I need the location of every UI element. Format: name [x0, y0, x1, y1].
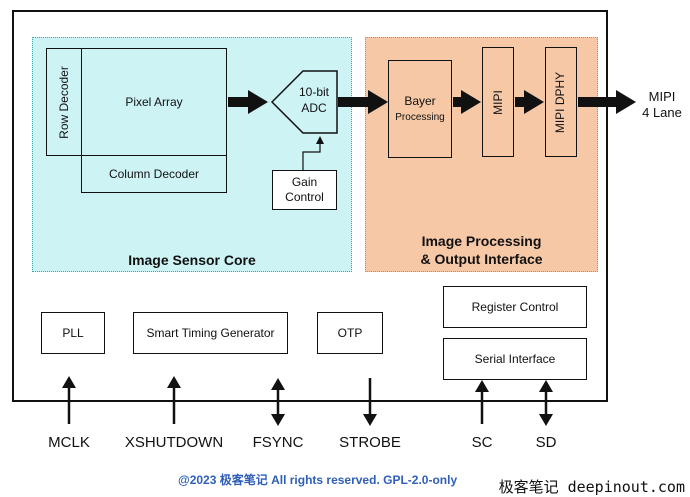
- adc-label-line2: ADC: [301, 100, 327, 115]
- image-processing-title-line1: Image Processing: [421, 233, 542, 249]
- mipi-dphy-block: MIPI DPHY: [545, 47, 577, 157]
- signal-label-mclk: MCLK: [48, 434, 90, 451]
- column-decoder-label: Column Decoder: [108, 166, 200, 181]
- signal-arrow-strobe: [363, 378, 377, 426]
- pixel-array-label: Pixel Array: [125, 94, 183, 109]
- column-decoder-block: Column Decoder: [81, 155, 227, 193]
- gain-control-line2: Control: [285, 190, 324, 204]
- pll-block: PLL: [41, 312, 105, 354]
- register-control-block: Register Control: [443, 286, 587, 328]
- signal-arrow-sd: [539, 380, 553, 426]
- signal-arrow-xshutdown: [167, 376, 181, 424]
- arrow-mipi-to-dphy: [515, 90, 544, 114]
- mipi-output-line2: 4 Lane: [642, 104, 682, 120]
- adc-label-line1: 10-bit: [298, 85, 330, 99]
- otp-label: OTP: [337, 325, 363, 340]
- signal-label-fsync: FSYNC: [252, 434, 304, 451]
- smart-timing-generator-block: Smart Timing Generator: [133, 312, 288, 354]
- mipi-block: MIPI: [482, 47, 514, 157]
- image-processing-title-line2: & Output Interface: [420, 250, 543, 267]
- signal-label-sd: SD: [535, 434, 557, 451]
- signal-arrow-sc: [475, 380, 489, 424]
- gain-control-line1: Gain: [291, 175, 318, 189]
- bayer-line1: Bayer: [404, 93, 436, 108]
- signal-label-sc: SC: [471, 434, 493, 451]
- site-brand: 极客笔记 deepinout.com: [498, 478, 685, 496]
- adc-block: [270, 70, 338, 134]
- mipi-output-line1: MIPI: [648, 89, 676, 104]
- pll-label: PLL: [62, 325, 84, 340]
- arrow-pixel-array-to-adc: [228, 90, 268, 114]
- bayer-processing-label: Bayer Processing: [395, 94, 444, 125]
- serial-interface-block: Serial Interface: [443, 338, 587, 380]
- signal-label-strobe: STROBE: [339, 434, 401, 451]
- arrow-dphy-to-output: [578, 90, 636, 114]
- serial-interface-label: Serial Interface: [474, 351, 556, 366]
- signal-arrow-mclk: [62, 376, 76, 424]
- arrow-adc-to-bayer: [338, 90, 388, 114]
- bayer-line2: Processing: [395, 111, 445, 123]
- gain-control-block: Gain Control: [272, 170, 337, 210]
- gain-control-label: Gain Control: [285, 175, 324, 205]
- otp-block: OTP: [317, 312, 383, 354]
- signal-arrow-fsync: [271, 378, 285, 426]
- image-sensor-core-title: Image Sensor Core: [128, 252, 256, 268]
- mipi-output-label: MIPI 4 Lane: [637, 89, 687, 120]
- adc-label: 10-bit ADC: [288, 85, 340, 116]
- signal-label-xshutdown: XSHUTDOWN: [124, 434, 224, 451]
- smart-timing-generator-label: Smart Timing Generator: [146, 325, 275, 340]
- image-processing-title: Image Processing & Output Interface: [365, 233, 598, 268]
- bayer-processing-block: Bayer Processing: [388, 60, 452, 158]
- register-control-label: Register Control: [471, 299, 559, 314]
- copyright-notice: @2023 极客笔记 All rights reserved. GPL-2.0-…: [178, 473, 458, 487]
- arrow-bayer-to-mipi: [453, 90, 481, 114]
- connector-gain-to-adc: [302, 136, 324, 170]
